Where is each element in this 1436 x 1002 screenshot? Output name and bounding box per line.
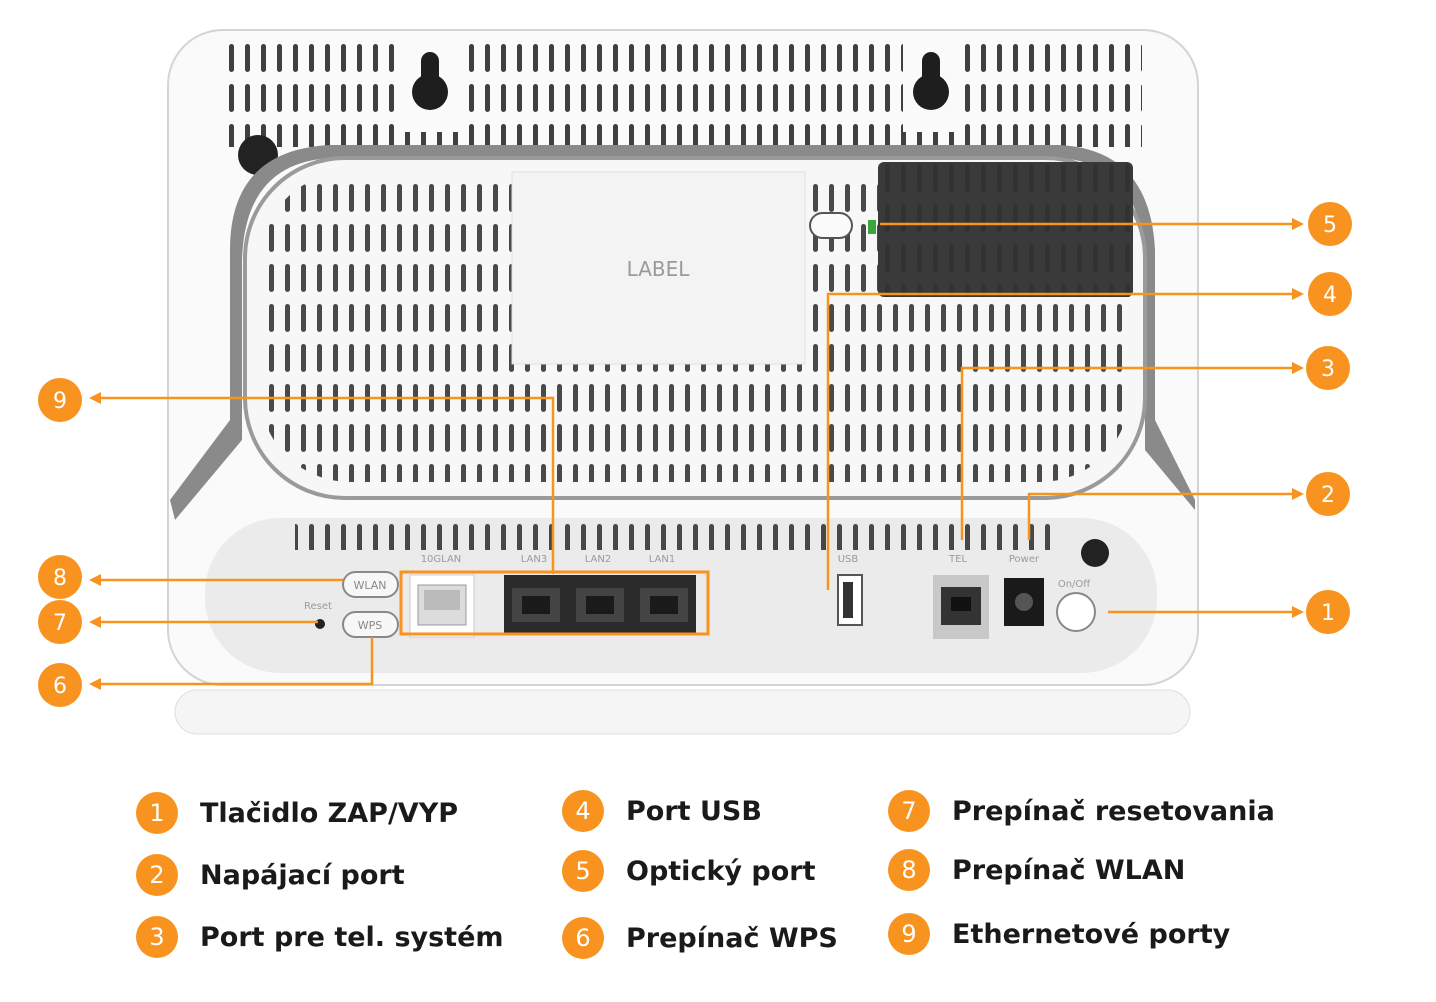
legend-badge: 2 <box>136 854 178 896</box>
legend-label: Port USB <box>626 795 762 827</box>
screw-hole <box>1081 539 1109 567</box>
panel-vents <box>295 520 1055 550</box>
port-label-power: Power <box>1009 554 1040 565</box>
legend-item-4: 4 Port USB <box>562 790 762 832</box>
legend-label: Prepínač resetovania <box>952 795 1275 827</box>
stand-base <box>174 689 1191 735</box>
label-sticker-text: LABEL <box>627 257 691 281</box>
wlan-button-label: WLAN <box>353 579 386 592</box>
legend-item-8: 8 Prepínač WLAN <box>888 849 1185 891</box>
legend-label: Optický port <box>626 855 816 887</box>
svg-text:5: 5 <box>1323 213 1337 238</box>
callout-6 <box>38 663 82 707</box>
wlan-button[interactable] <box>342 571 399 598</box>
port-label-lan1: LAN1 <box>649 554 675 565</box>
ethernet-port-lan1 <box>632 575 696 635</box>
port-label-10glan: 10GLAN <box>421 554 462 565</box>
power-port <box>1004 578 1044 626</box>
callout-7 <box>38 600 82 644</box>
legend-label: Tlačidlo ZAP/VYP <box>200 797 459 829</box>
legend-badge: 9 <box>888 913 930 955</box>
legend-label: Ethernetové porty <box>952 918 1231 950</box>
ethernet-port-lan2 <box>568 575 632 635</box>
legend-item-5: 5 Optický port <box>562 850 816 892</box>
legend-badge: 7 <box>888 790 930 832</box>
svg-text:7: 7 <box>53 611 67 636</box>
ethernet-port-lan3 <box>504 575 568 635</box>
legend-label: Napájací port <box>200 859 405 891</box>
legend-item-2: 2 Napájací port <box>136 854 405 896</box>
callout-5 <box>1308 202 1352 246</box>
top-vents <box>222 42 1142 147</box>
port-label-tel: TEL <box>948 554 967 565</box>
svg-text:4: 4 <box>1323 283 1337 308</box>
legend-badge: 4 <box>562 790 604 832</box>
port-label-reset: Reset <box>304 601 332 612</box>
keyhole-icon <box>903 42 959 132</box>
tel-port <box>933 575 989 639</box>
callout-8 <box>38 555 82 599</box>
power-button[interactable] <box>1056 592 1096 632</box>
port-label-onoff: On/Off <box>1058 579 1091 590</box>
svg-text:1: 1 <box>1321 601 1335 626</box>
port-label-usb: USB <box>838 554 859 565</box>
arrowheads <box>89 218 1304 690</box>
legend-badge: 8 <box>888 849 930 891</box>
keyhole-icon <box>402 42 458 132</box>
ethernet-ports-highlight <box>399 570 710 636</box>
wps-button-label: WPS <box>358 619 383 632</box>
callout-9 <box>38 378 82 422</box>
wps-button[interactable] <box>342 611 399 638</box>
port-label-lan3: LAN3 <box>521 554 547 565</box>
legend-label: Prepínač WPS <box>626 922 838 954</box>
svg-text:3: 3 <box>1321 357 1335 382</box>
legend-badge: 3 <box>136 916 178 958</box>
cover-latch <box>809 212 853 239</box>
optical-port-indicator <box>868 220 876 234</box>
callout-2 <box>1306 472 1350 516</box>
callout-4 <box>1308 272 1352 316</box>
ethernet-port-10glan <box>409 574 475 638</box>
leader-lines <box>95 222 1300 686</box>
legend-badge: 6 <box>562 917 604 959</box>
legend-label: Prepínač WLAN <box>952 854 1186 886</box>
legend-badge: 5 <box>562 850 604 892</box>
legend-item-3: 3 Port pre tel. systém <box>136 916 504 958</box>
callout-1 <box>1306 590 1350 634</box>
usb-port <box>837 574 863 626</box>
label-sticker <box>511 171 806 365</box>
legend-item-1: 1 Tlačidlo ZAP/VYP <box>136 792 458 834</box>
router-rear-diagram: LABEL 10GLAN LAN3 LAN2 LAN1 USB TEL Powe… <box>38 29 1352 735</box>
legend-item-6: 6 Prepínač WPS <box>562 917 838 959</box>
svg-text:6: 6 <box>53 674 67 699</box>
port-label-lan2: LAN2 <box>585 554 611 565</box>
svg-text:2: 2 <box>1321 483 1335 508</box>
callout-3 <box>1306 346 1350 390</box>
reset-pinhole[interactable] <box>315 619 325 629</box>
legend-label: Port pre tel. systém <box>200 921 504 953</box>
svg-text:8: 8 <box>53 566 67 591</box>
svg-text:9: 9 <box>53 389 67 414</box>
legend-item-9: 9 Ethernetové porty <box>888 913 1230 955</box>
legend-badge: 1 <box>136 792 178 834</box>
legend-item-7: 7 Prepínač resetovania <box>888 790 1275 832</box>
